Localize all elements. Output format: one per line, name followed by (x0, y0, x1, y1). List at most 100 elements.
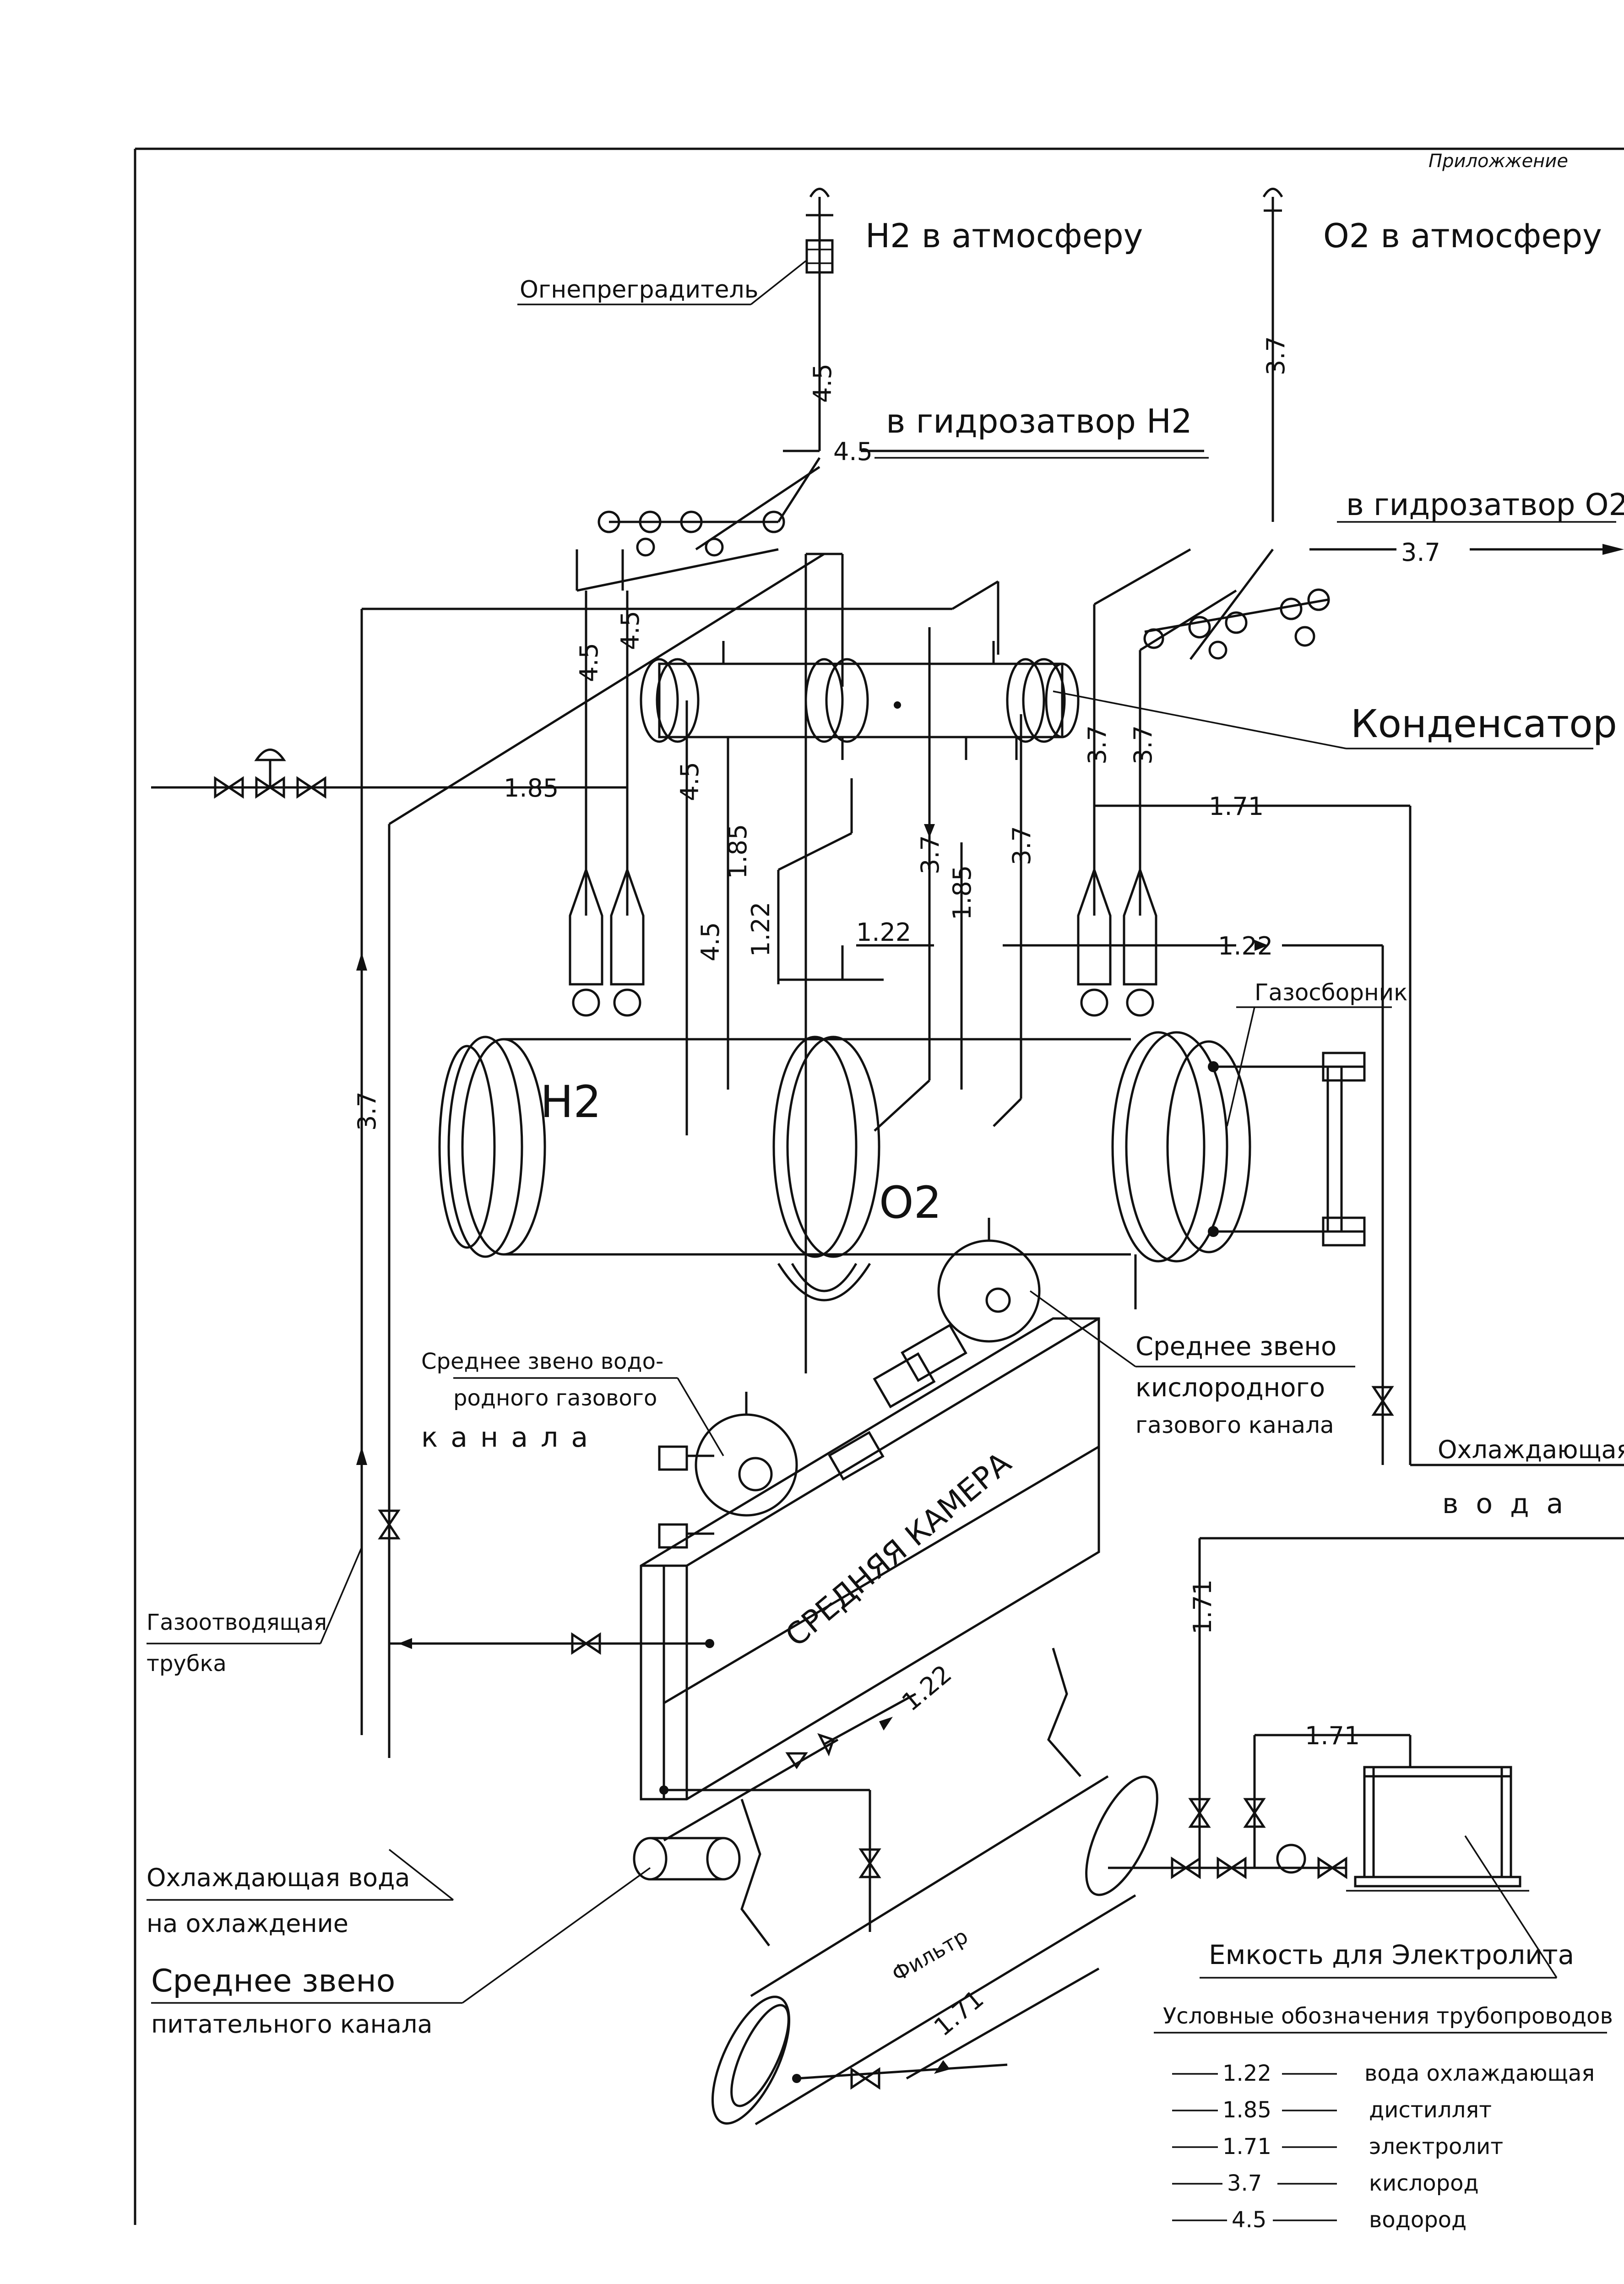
legend-title: Условные обозначения трубопроводов (1163, 2003, 1613, 2029)
pipeline-legend: Условные обозначения трубопроводов 1.22 … (1154, 2003, 1613, 2233)
cooling-in-callout: Охлаждающая вода на охлаждение (147, 1849, 454, 1938)
legend-row: 3.7 кислород (1172, 2170, 1479, 2196)
callout-line: на охлаждение (147, 1909, 348, 1938)
callout-line: Емкость для Электролита (1209, 1939, 1574, 1970)
legend-code: 1.22 (1222, 2061, 1271, 2086)
legend-label: вода охлаждающая (1364, 2061, 1595, 2086)
pipe-code-label: 1.22 (856, 918, 911, 947)
o2-symbol: О2 (879, 1177, 942, 1228)
h2-valve-manifold (576, 457, 821, 592)
h2-symbol: Н2 (540, 1076, 601, 1128)
o2-valve-manifold (1143, 548, 1330, 660)
h2-middle-link (658, 1392, 798, 1549)
gas-piping (356, 553, 999, 1758)
legend-label: электролит (1369, 2134, 1503, 2159)
o2-dryers (1077, 866, 1157, 1017)
middle-chamber (640, 1317, 1100, 1801)
o2-seal-line (1309, 521, 1624, 555)
legend-row: 4.5 водород (1172, 2207, 1466, 2233)
callout-line: канала (421, 1421, 601, 1454)
legend-label: водород (1369, 2207, 1466, 2233)
pipe-code-label: 1.85 (723, 824, 752, 879)
h2-separator (438, 1036, 1131, 1258)
electrolyte-tank-system (378, 1386, 1624, 1892)
callout-line: кислородного (1135, 1373, 1325, 1403)
legend-label: дистиллят (1369, 2097, 1492, 2123)
separator-drain-lines (685, 627, 1022, 1135)
h2-dryers (569, 866, 645, 1017)
callout-line: питательного канала (151, 2010, 433, 2039)
pipe-code-label: 4.5 (616, 611, 645, 650)
legend-row: 1.85 дистиллят (1172, 2097, 1492, 2123)
condenser-label: Конденсатор (1351, 701, 1617, 746)
callout-line: Среднее звено (151, 1963, 395, 1999)
cooling-water-header (778, 940, 1384, 1465)
electrolyte-feed (792, 1866, 1172, 2090)
h2-link-callout: Среднее звено водо- родного газового кан… (421, 1349, 724, 1456)
pipe-code-label: 1.71 (1188, 1579, 1217, 1634)
pipe-code-label: 3.7 (1129, 725, 1157, 765)
cooling-water-callout: Охлаждающая вода (1438, 1435, 1624, 1520)
tank-callout: Емкость для Электролита (1200, 1835, 1574, 1979)
h2-vent-line (806, 188, 833, 451)
corner-note: Приложжение (1428, 151, 1568, 172)
condenser (640, 641, 1080, 760)
o2-seal-label: в гидрозатвор О2 (1346, 487, 1624, 522)
sheet-frame (134, 147, 1624, 2225)
o2-link-callout: Среднее звено кислородного газового кана… (1029, 1290, 1355, 1438)
pipe-code-label: 1.22 (746, 902, 775, 957)
pipe-code-label: 3.7 (1007, 826, 1036, 865)
pipe-code-label: 4.5 (808, 363, 837, 403)
legend-row: 1.22 вода охлаждающая (1172, 2061, 1595, 2086)
legend-code: 1.71 (1222, 2134, 1271, 2159)
legend-code: 1.85 (1222, 2097, 1271, 2123)
pipe-code-label: 3.7 (353, 1091, 381, 1131)
h2-outlet-label: Н2 в атмосферу (865, 217, 1143, 255)
pipe-code-label: 1.22 (1218, 932, 1273, 960)
legend-label: кислород (1369, 2170, 1479, 2196)
legend-code: 4.5 (1232, 2207, 1266, 2233)
pipe-code-label: 3.7 (1261, 336, 1290, 375)
distillate-inlet-line (151, 749, 627, 799)
callout-line: вода (1442, 1488, 1581, 1520)
pipe-code-label: 4.5 (575, 643, 603, 682)
pipe-code-label: 3.7 (1401, 538, 1440, 567)
pipe-code-label: 4.5 (696, 922, 725, 961)
pipe-code-label: 1.85 (948, 865, 977, 920)
gas-collector-label: Газосборник (1255, 979, 1407, 1006)
o2-outlet-label: О2 в атмосферу (1323, 217, 1602, 255)
legend-row: 1.71 электролит (1172, 2134, 1503, 2159)
filter-tube (711, 1775, 1158, 2126)
pipe-code-label: 1.71 (929, 1984, 989, 2042)
o2-vent-line (1262, 188, 1283, 522)
h2-seal-line (783, 450, 1209, 459)
callout-line: газового канала (1135, 1412, 1334, 1438)
o2-separator (772, 1031, 1251, 1302)
flame-arrestor-icon (805, 239, 834, 274)
feed-link-callout: Среднее звено питательного канала (151, 1867, 651, 2039)
pipe-code-label: 1.71 (1305, 1721, 1360, 1750)
pipe-code-label: 4.5 (833, 437, 873, 466)
pipe-code-label: 1.71 (1209, 792, 1264, 821)
callout-line: Среднее звено водо- (421, 1349, 663, 1374)
callout-line: Газоотводящая (147, 1610, 327, 1635)
h2-seal-label: в гидрозатвор Н2 (886, 402, 1192, 440)
gas-tube-callout: Газоотводящая трубка (147, 1547, 363, 1676)
callout-line: Среднее звено (1135, 1332, 1336, 1362)
feed-tube (633, 1837, 741, 1881)
pipe-code-label: 3.7 (1083, 725, 1112, 765)
gas-collector (1208, 1052, 1366, 1247)
callout-line: Охлаждающая (1438, 1435, 1624, 1464)
callout-line: Охлаждающая вода (147, 1863, 410, 1892)
pipe-code-label: 1.85 (504, 774, 559, 803)
pipe-code-label: 3.7 (916, 835, 945, 874)
callout-line: родного газового (453, 1385, 657, 1411)
o2-middle-link (937, 1218, 1137, 1343)
cooling-water-branches (389, 1445, 1100, 1932)
chamber-supports (740, 1648, 1081, 1947)
flame-arrestor-label: Огнепреградитель (520, 276, 758, 304)
legend-code: 3.7 (1227, 2170, 1262, 2196)
callout-line: трубка (147, 1651, 227, 1676)
filter-label: Фильтр (888, 1924, 972, 1987)
